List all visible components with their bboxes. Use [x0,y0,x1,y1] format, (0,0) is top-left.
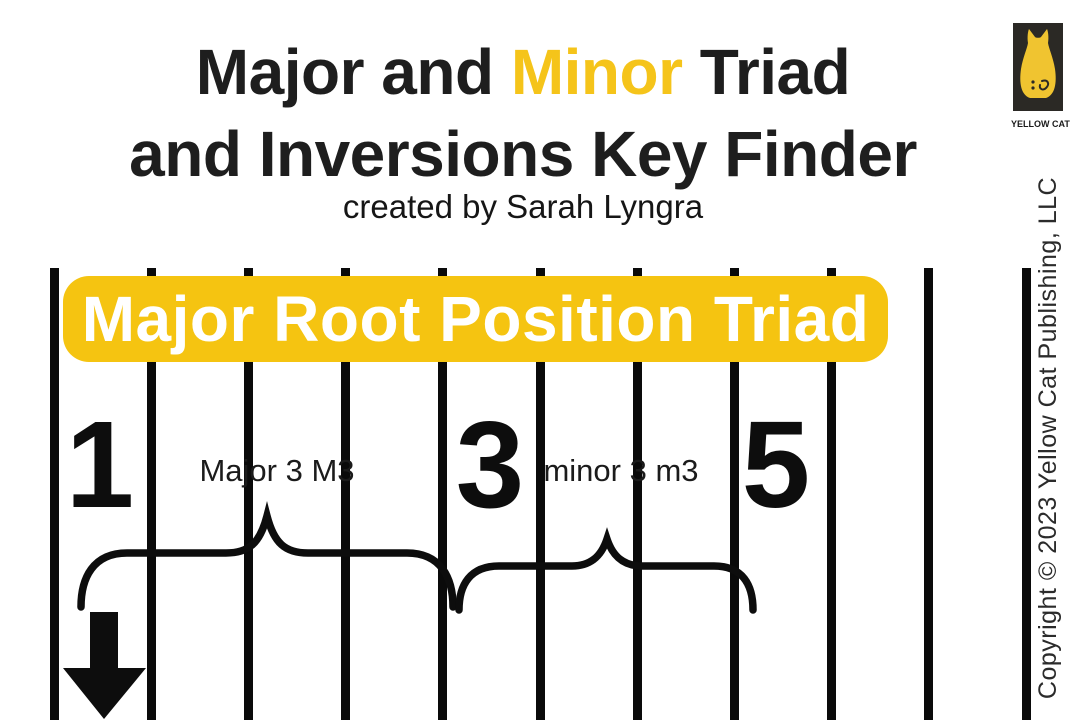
section-banner-label: Major Root Position Triad [81,283,870,355]
scale-degree-1: 1 [65,397,135,534]
semitone-line-4 [341,268,350,720]
page-title-line1: Major and Minor Triad [0,40,1046,104]
yellow-cat-logo: YELLOW CAT [1011,23,1070,129]
subtitle-author: created by Sarah Lyngra [342,188,704,225]
interval-label-major-third: Major 3 M3 [199,453,355,488]
section-banner: Major Root Position Triad [63,276,888,362]
semitone-line-10 [924,268,933,720]
semitone-line-6 [536,268,545,720]
copyright-notice: Copyright © 2023 Yellow Cat Publishing, … [1034,176,1062,700]
semitone-line-3 [244,268,253,720]
semitone-line-2 [147,268,156,720]
title-part2: Triad [682,36,851,108]
interval-label-minor-third: minor 3 m3 [543,453,699,488]
semitone-line-1 [50,268,59,720]
title-highlight-minor: Minor [510,36,683,108]
minor-third-brace-icon [455,527,757,614]
scale-degree-5: 5 [741,397,811,534]
major-third-brace-icon [77,501,457,611]
page-title-line2: and Inversions Key Finder [129,118,917,190]
semitone-line-8 [730,268,739,720]
yellow-cat-icon [1013,23,1063,111]
semitone-line-5 [438,268,447,720]
semitone-line-9 [827,268,836,720]
title-part1: Major and [195,36,511,108]
semitone-line-7 [633,268,642,720]
semitone-line-11 [1022,268,1031,720]
down-arrow-icon [63,612,146,719]
logo-wordmark: YELLOW CAT [1011,119,1070,129]
scale-degree-3: 3 [455,397,525,534]
